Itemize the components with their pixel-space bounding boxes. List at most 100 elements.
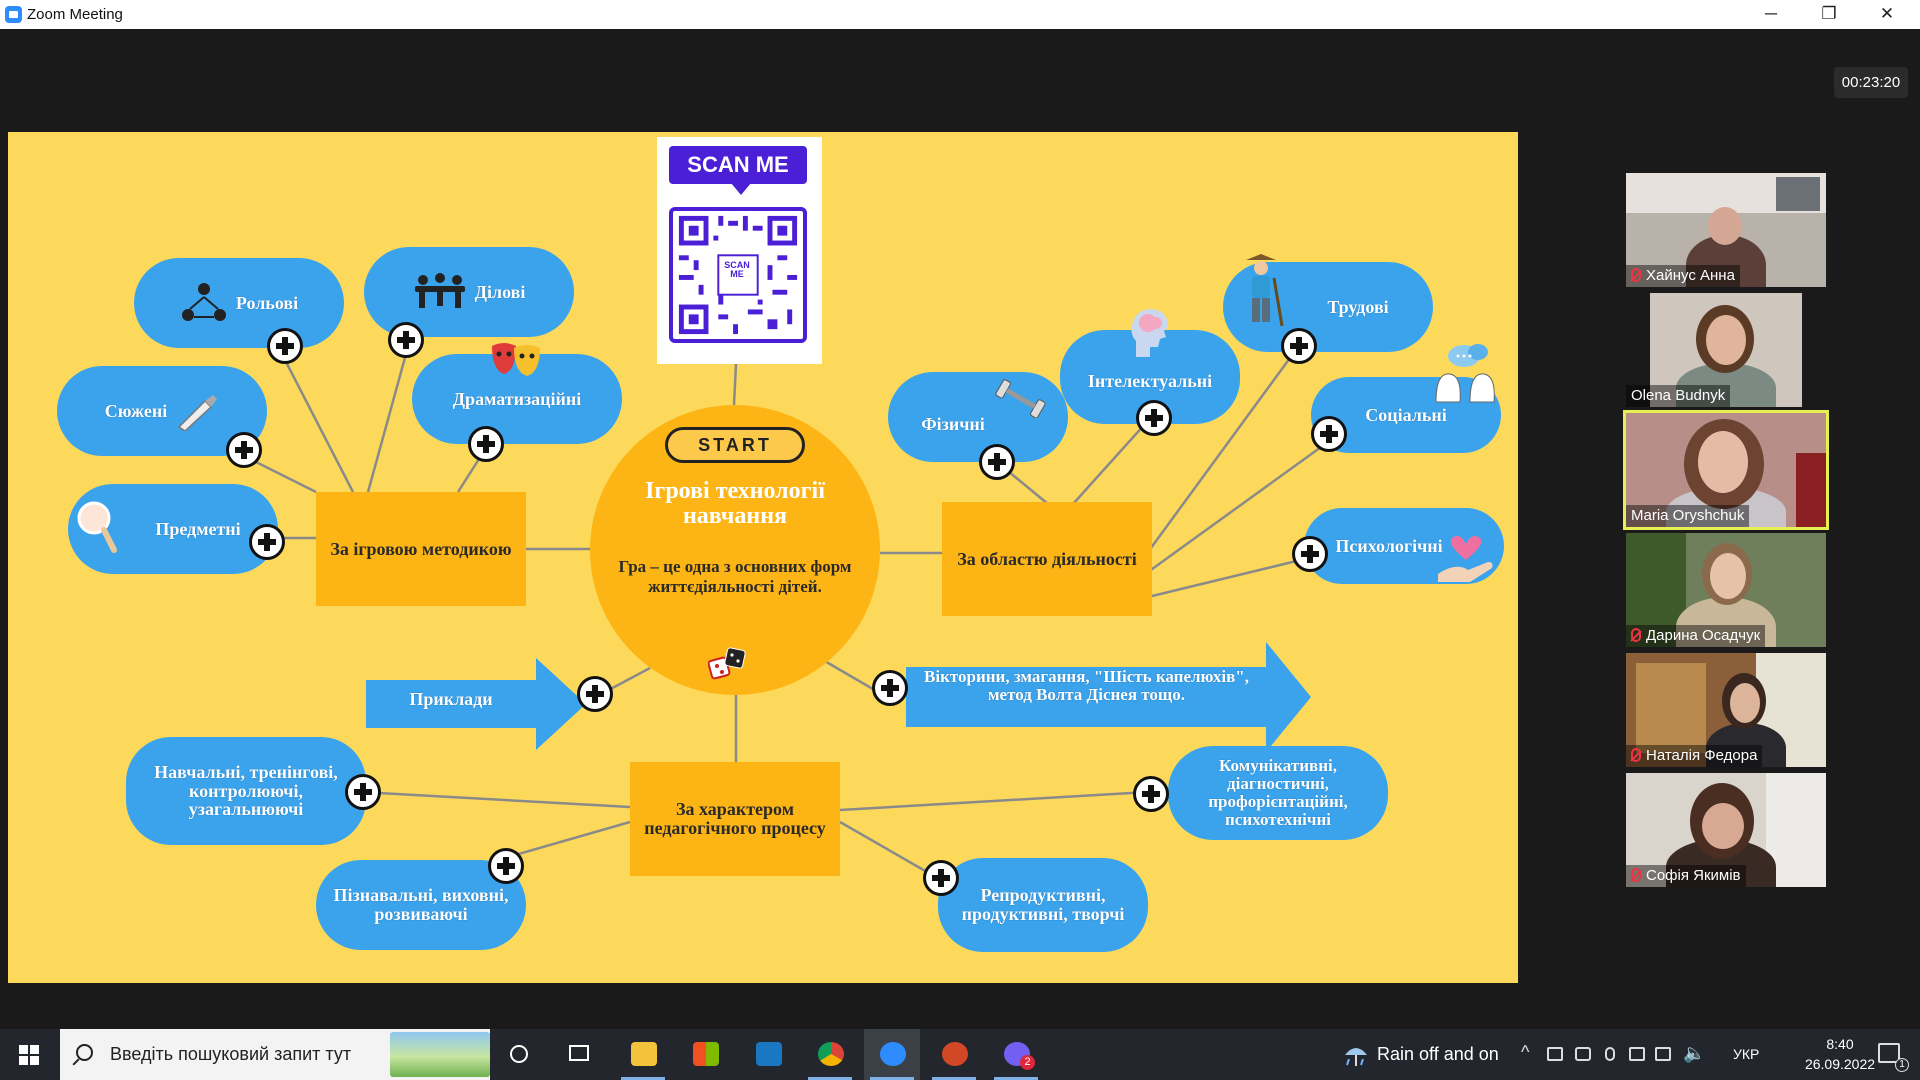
bubble-reproductive: Репродуктивні, продуктивні, творчі [938,858,1148,952]
bubble-labor-label: Трудові [1327,298,1388,317]
central-topic: START Ігрові технології навчання Гра – ц… [590,405,880,695]
scan-me-label: SCAN ME [669,146,807,184]
plus-icon [345,774,381,810]
bubble-business: Ділові [364,247,574,337]
chrome-icon[interactable] [802,1029,858,1080]
microsoft-store-icon[interactable] [677,1029,733,1080]
search-placeholder: Введіть пошуковий запит тут [110,1044,351,1065]
muted-mic-icon [1631,268,1641,282]
central-title: Ігрові технології навчання [610,479,860,529]
central-description: Гра – це одна з основних форм життєдіяль… [618,557,852,596]
minimize-button[interactable]: ─ [1742,0,1800,29]
weather-text[interactable]: Rain off and on [1377,1044,1499,1065]
plus-icon [468,426,504,462]
participant-tile[interactable]: Хайнус Анна [1626,173,1826,287]
participant-name: Софія Якимів [1626,865,1746,887]
plus-icon [1281,328,1317,364]
brain-head-icon [1128,307,1170,359]
people-network-icon [180,281,228,325]
network-icon[interactable] [1629,1047,1645,1061]
close-button[interactable]: ✕ [1858,0,1916,29]
dice-icon [708,645,748,689]
category-method: За ігровою методикою [316,492,526,606]
microphone-icon[interactable] [1605,1047,1615,1061]
meeting-timer: 00:23:20 [1834,67,1908,98]
window-title: Zoom Meeting [27,6,123,23]
plus-icon [577,676,613,712]
task-view-button[interactable] [552,1029,608,1080]
display-icon[interactable] [1655,1047,1671,1061]
participant-tile[interactable]: Olena Budnyk [1626,293,1826,407]
worker-icon [1236,254,1286,336]
heart-hand-icon [1436,526,1498,586]
magnifier-icon [76,500,120,556]
file-explorer-icon[interactable] [615,1029,671,1080]
bubble-communicative-label: Комунікативні, діагностичні, профорієнта… [1182,757,1374,828]
search-highlight-image [390,1032,490,1077]
plus-icon [488,848,524,884]
bubble-social-label: Соціальні [1365,406,1447,425]
bubble-training: Навчальні, тренінгові, контролюючі, узаг… [126,737,366,845]
bubble-object: Предметні [68,484,278,574]
bubble-dramatization-label: Драматизаційні [453,390,582,409]
participant-tile[interactable]: Софія Якимів [1626,773,1826,887]
restore-button[interactable]: ❐ [1800,0,1858,29]
system-tray: Rain off and on ^ 🔈 УКР 8:40 26.09.2022 … [1335,1029,1920,1080]
bubble-physical-label: Фізичні [921,415,985,434]
taskbar-search-box[interactable]: Введіть пошуковий запит тут [60,1029,490,1080]
meeting-area: 00:23:20 [0,29,1920,1029]
mail-icon[interactable] [740,1029,796,1080]
search-icon [76,1044,93,1061]
plus-icon [872,670,908,706]
plus-icon [388,322,424,358]
participant-tile-active[interactable]: Maria Oryshchuk [1626,413,1826,527]
clock-time: 8:40 [1795,1034,1885,1054]
participant-name: Maria Oryshchuk [1626,505,1749,527]
rain-weather-icon [1341,1039,1371,1069]
windows-taskbar: Введіть пошуковий запит тут 2 Rain off a… [0,1029,1920,1080]
participant-name: Наталія Федора [1626,745,1762,767]
muted-mic-icon [1631,748,1641,762]
participant-tile[interactable]: Дарина Осадчук [1626,533,1826,647]
cortana-button[interactable] [492,1029,548,1080]
bubble-object-label: Предметні [155,520,240,539]
qr-code-card: SCAN ME SCAN ME [657,137,822,364]
viber-icon[interactable]: 2 [988,1029,1044,1080]
bubble-reproductive-label: Репродуктивні, продуктивні, творчі [946,886,1140,924]
zoom-taskbar-icon[interactable] [864,1029,920,1080]
chat-people-icon [1434,342,1498,404]
viber-badge: 2 [1020,1055,1035,1070]
plus-icon [979,444,1015,480]
plus-icon [1292,536,1328,572]
clock[interactable]: 8:40 26.09.2022 [1795,1034,1885,1074]
powerpoint-icon[interactable] [926,1029,982,1080]
writing-hand-icon [175,391,219,431]
muted-mic-icon [1631,868,1641,882]
plus-icon [226,432,262,468]
bubble-intellectual-label: Інтелектуальні [1088,372,1212,391]
qr-inner-label: SCAN ME [719,261,755,279]
language-indicator[interactable]: УКР [1733,1046,1759,1062]
plus-icon [1136,400,1172,436]
notification-count: 1 [1895,1058,1909,1072]
plus-icon [1311,416,1347,452]
volume-icon[interactable]: 🔈 [1683,1043,1705,1064]
start-badge: START [665,427,805,463]
bubble-training-label: Навчальні, тренінгові, контролюючі, узаг… [138,763,354,820]
plus-icon [249,524,285,560]
bubble-roleplay-label: Рольові [236,294,298,313]
chevron-up-icon[interactable]: ^ [1521,1042,1529,1063]
examples-label: Приклади [366,690,536,709]
bubble-psychological-label: Психологічні [1335,537,1442,556]
participant-tile[interactable]: Наталія Федора [1626,653,1826,767]
examples-text: Вікторини, змагання, "Шість капелюхів", … [914,668,1259,704]
plus-icon [1133,776,1169,812]
battery-icon[interactable] [1547,1047,1563,1061]
participant-name: Дарина Осадчук [1626,625,1765,647]
bubble-communicative: Комунікативні, діагностичні, профорієнта… [1168,746,1388,840]
zoom-logo-icon [5,6,22,23]
camera-icon[interactable] [1575,1047,1591,1061]
category-area: За областю діяльності [942,502,1152,616]
plus-icon [267,328,303,364]
windows-start-button[interactable] [19,1045,39,1065]
